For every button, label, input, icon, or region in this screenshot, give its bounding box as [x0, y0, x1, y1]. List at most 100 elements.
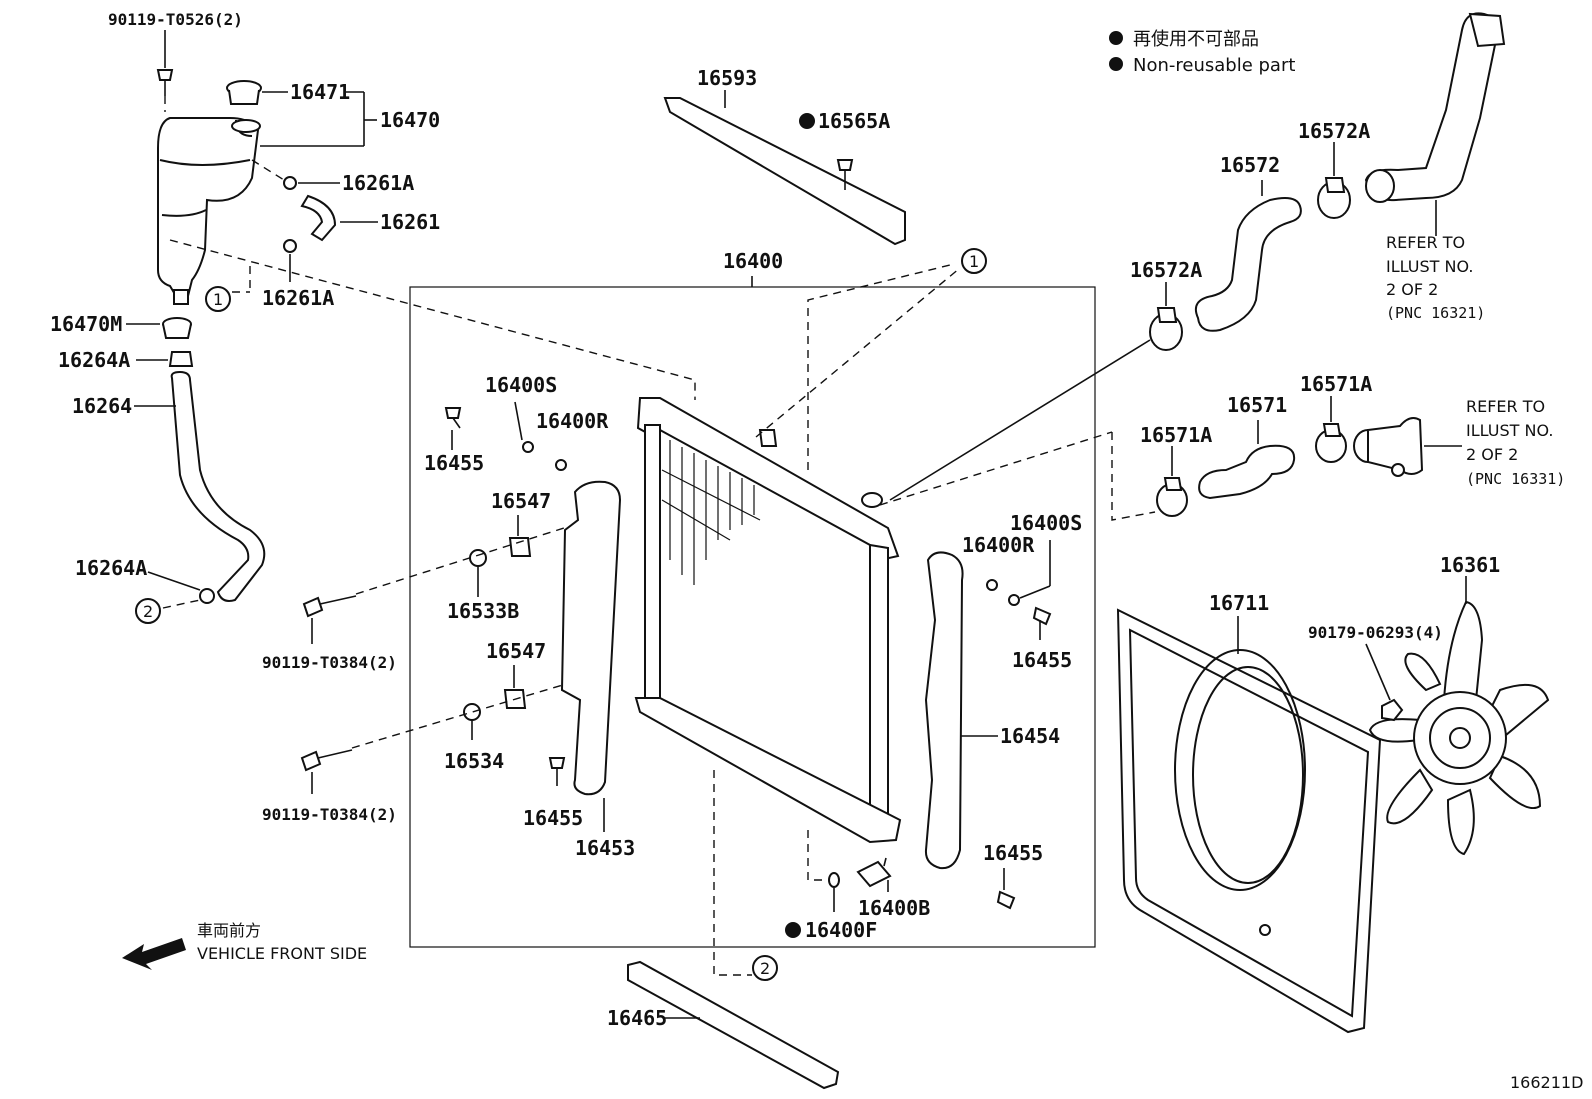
label-16470: 16470	[380, 108, 440, 132]
svg-text:2: 2	[143, 602, 153, 621]
label-16400r-left: 16400R	[536, 409, 609, 433]
label-16261: 16261	[380, 210, 440, 234]
clamp-16264a-upper	[168, 351, 194, 367]
marker-2-lower	[752, 955, 778, 981]
clamp-16571a-left	[1156, 477, 1188, 517]
fan-shroud-16711	[1116, 608, 1382, 1034]
label-16465: 16465	[607, 1006, 667, 1030]
stud-16400s-right	[1008, 594, 1020, 606]
diagram-id: 166211D	[1510, 1073, 1583, 1092]
label-16264a-lower: 16264A	[75, 556, 147, 580]
label-16572a-right: 16572A	[1298, 119, 1370, 143]
label-16400r-right: 16400R	[962, 533, 1035, 557]
label-90119-t0384-upper: 90119-T0384(2)	[262, 653, 397, 672]
bolt-90119-t0384-upper	[302, 595, 357, 618]
label-16400: 16400	[723, 249, 783, 273]
legend-jp: 再使用不可部品	[1133, 29, 1259, 50]
cooling-fan-16361	[1368, 600, 1550, 856]
clamp-16261a-upper	[283, 176, 297, 190]
ref-upper-l2: ILLUST NO.	[1386, 257, 1473, 276]
label-16593: 16593	[697, 66, 757, 90]
label-16261a-lower: 16261A	[262, 286, 334, 310]
ref-upper-l4: (PNC 16321)	[1386, 304, 1485, 322]
radiator-core	[634, 397, 902, 844]
label-16470m: 16470M	[50, 312, 122, 336]
bolt-90119-t0526	[156, 69, 174, 112]
label-16264a-upper: 16264A	[58, 348, 130, 372]
ref-lower-l2: ILLUST NO.	[1466, 421, 1553, 440]
hose-16264	[170, 370, 266, 602]
label-16264: 16264	[72, 394, 132, 418]
label-16533b: 16533B	[447, 599, 519, 623]
label-90119-t0526: 90119-T0526(2)	[108, 10, 243, 29]
reservoir-cap	[226, 80, 262, 105]
clamp-16572a-left	[1149, 307, 1183, 351]
radiator-bracket-16454	[924, 551, 964, 870]
marker-1-left	[205, 286, 231, 312]
label-16572: 16572	[1220, 153, 1280, 177]
radiator-bracket-16453	[560, 480, 622, 796]
label-16455-top-left: 16455	[424, 451, 484, 475]
label-16261a-upper: 16261A	[342, 171, 414, 195]
ref-upper-l1: REFER TO	[1386, 233, 1465, 252]
bolt-16455-top-left	[444, 407, 462, 429]
mount-16547-upper	[508, 537, 532, 557]
label-16571a-left: 16571A	[1140, 423, 1212, 447]
non-reusable-dot-icon	[1109, 31, 1123, 45]
bushing-16534	[463, 703, 481, 721]
legend-en: Non-reusable part	[1133, 55, 1295, 76]
label-16711: 16711	[1209, 591, 1269, 615]
ref-lower-l4: (PNC 16331)	[1466, 470, 1565, 488]
marker-1-upper	[961, 248, 987, 274]
grommet-16470m	[162, 317, 192, 339]
non-reusable-dot-icon	[1109, 57, 1123, 71]
direction-jp: 車両前方	[197, 921, 261, 940]
bolt-90119-t0384-lower	[300, 749, 353, 772]
vehicle-front-arrow-icon	[122, 938, 186, 970]
non-reusable-dot-icon	[785, 922, 801, 938]
bolt-16565a	[836, 159, 854, 190]
direction-en: VEHICLE FRONT SIDE	[197, 944, 367, 963]
label-16547-upper: 16547	[491, 489, 551, 513]
nut-16400r-left	[555, 459, 567, 471]
label-16455-lower-left: 16455	[523, 806, 583, 830]
ref-lower-l1: REFER TO	[1466, 397, 1545, 416]
label-16361: 16361	[1440, 553, 1500, 577]
label-16534: 16534	[444, 749, 504, 773]
nut-90179-06293	[1381, 698, 1404, 722]
legend: 再使用不可部品 Non-reusable part	[1109, 29, 1295, 76]
label-16454: 16454	[1000, 724, 1060, 748]
label-16400f: 16400F	[805, 918, 877, 942]
label-16571: 16571	[1227, 393, 1287, 417]
label-16455-upper-right: 16455	[1012, 648, 1072, 672]
o-ring-16400f	[828, 872, 840, 888]
label-16565a: 16565A	[818, 109, 890, 133]
label-16400b: 16400B	[858, 896, 930, 920]
water-inlet	[1353, 417, 1424, 477]
nut-16400r-right	[986, 579, 998, 591]
ref-lower-l3: 2 OF 2	[1466, 445, 1518, 464]
ref-upper-l3: 2 OF 2	[1386, 280, 1438, 299]
label-16400s-left: 16400S	[485, 373, 557, 397]
hose-16571	[1198, 444, 1296, 500]
label-16547-lower: 16547	[486, 639, 546, 663]
non-reusable-dot-icon	[799, 113, 815, 129]
label-90179-06293: 90179-06293(4)	[1308, 623, 1443, 642]
bolt-16455-upper-right	[1032, 606, 1052, 640]
hose-16261	[300, 194, 337, 242]
bolt-16455-lower-right	[996, 890, 1016, 910]
svg-text:1: 1	[213, 290, 223, 309]
label-16455-lower-right: 16455	[983, 841, 1043, 865]
label-16571a-right: 16571A	[1300, 372, 1372, 396]
label-16453: 16453	[575, 836, 635, 860]
stud-16400s-left	[522, 441, 534, 453]
clamp-16264a-lower	[199, 588, 215, 604]
label-90119-t0384-lower: 90119-T0384(2)	[262, 805, 397, 824]
label-16400s-right: 16400S	[1010, 511, 1082, 535]
bolt-16455-lower-left	[548, 757, 566, 786]
label-16471: 16471	[290, 80, 350, 104]
bushing-16533b	[469, 549, 487, 567]
radiator-support-16593	[663, 97, 906, 246]
drain-cock-16400b	[856, 857, 892, 888]
reservoir-tank	[157, 117, 261, 305]
